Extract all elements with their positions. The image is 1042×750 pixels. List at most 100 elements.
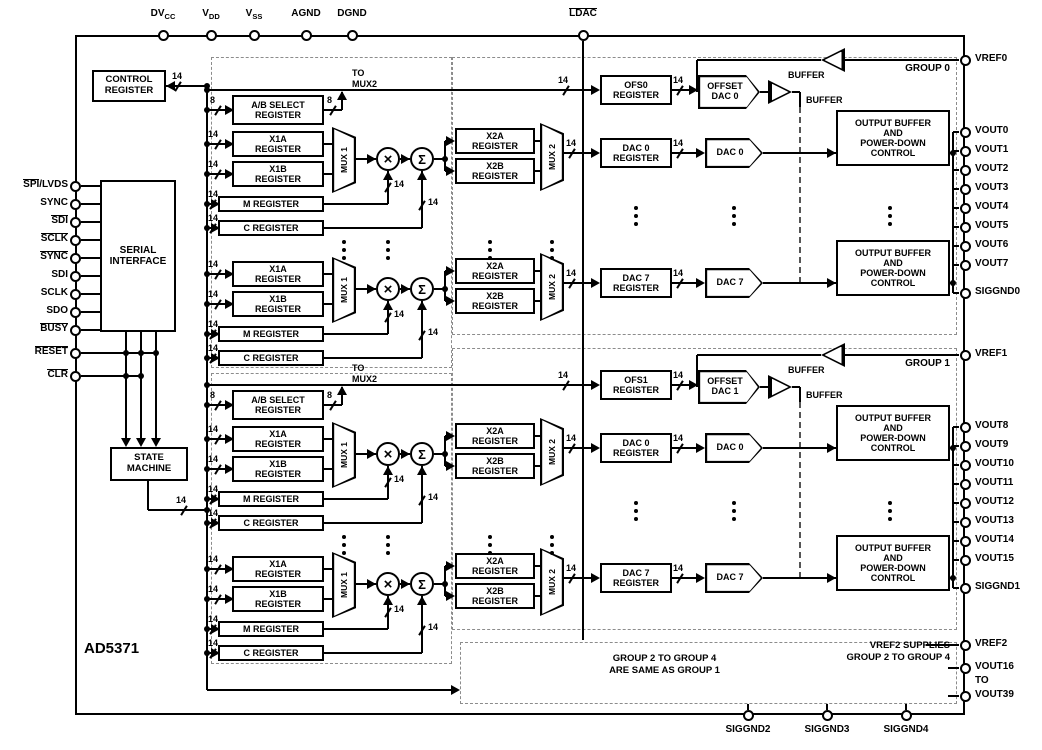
bus-width-label: 14 (208, 189, 219, 199)
wire (207, 173, 232, 175)
bus-width-label: 14 (208, 159, 219, 169)
pin-name: SYNC (40, 251, 68, 262)
arrowhead (225, 564, 234, 574)
arrowhead (211, 199, 220, 209)
wire (207, 384, 598, 386)
pin-label-right: VOUT12 (975, 496, 1014, 507)
dac-label: DAC 7 (707, 565, 761, 591)
wire (324, 333, 388, 335)
wire (672, 447, 703, 449)
arrowhead (591, 380, 600, 390)
wire (953, 245, 959, 247)
mux1: MUX 1 (332, 422, 356, 488)
pin-top-ldac (577, 29, 589, 41)
ellipsis-dot (634, 222, 638, 226)
wire (953, 559, 959, 561)
buffer-label: BUFFER (788, 70, 825, 80)
bus-width-label: 8 (327, 390, 333, 400)
pin-name: V (245, 8, 253, 19)
mux2-label: MUX 2 (547, 439, 558, 465)
bus-width-label: 8 (327, 95, 333, 105)
pin-siggnd3 (821, 709, 833, 721)
c-register: C REGISTER (218, 645, 324, 661)
wire (926, 644, 959, 646)
dac: DAC 0 (705, 138, 763, 168)
wire (207, 109, 232, 111)
wire (826, 704, 828, 710)
ellipsis-dots (888, 206, 892, 226)
junction-dot (204, 650, 210, 656)
wire (155, 332, 157, 439)
wire (672, 152, 703, 154)
wire (207, 143, 232, 145)
dac-register: DAC 0 REGISTER (600, 433, 672, 463)
arrowhead (827, 443, 836, 453)
arrowhead (417, 171, 427, 180)
arrowhead (383, 301, 393, 310)
pin-label-top: AGND (276, 8, 336, 19)
ellipsis-dots (732, 206, 736, 226)
note-group2to4: GROUP 2 TO GROUP 4 ARE SAME AS GROUP 1 (609, 653, 720, 676)
arrowhead (337, 386, 347, 395)
ellipsis-dot (732, 222, 736, 226)
pin-label-left: SDI (2, 215, 68, 227)
pin-name: SDO (46, 305, 68, 316)
wire (953, 483, 959, 485)
pin-vout3 (959, 183, 971, 195)
pin-left-sdo7 (69, 306, 81, 318)
pin-label-top: DVCC (133, 8, 193, 21)
group1-box (452, 348, 957, 630)
arrowhead (401, 154, 410, 164)
junction-dot (138, 373, 144, 379)
x2a-register: X2A REGISTER (455, 258, 535, 284)
arrowhead (446, 136, 455, 146)
pin-vout11 (959, 478, 971, 490)
junction-dot (204, 171, 210, 177)
pin-name: BUSY (40, 323, 68, 334)
ellipsis-dots (634, 206, 638, 226)
pin-vout1 (959, 145, 971, 157)
wire (953, 445, 959, 447)
bus-width-label: 14 (208, 584, 219, 594)
junction-dot (442, 581, 448, 587)
group0-register-bank-box (211, 57, 452, 368)
ellipsis-dot (550, 551, 554, 555)
offset-dac: OFFSET DAC 1 (698, 370, 760, 404)
pin-vout13 (959, 516, 971, 528)
wire (356, 288, 376, 290)
arrowhead (591, 85, 600, 95)
wire (845, 354, 959, 356)
pin-left-busy8 (69, 324, 81, 336)
mux1-label: MUX 1 (339, 442, 350, 468)
pin-label-right: SIGGND1 (975, 581, 1021, 592)
pin-label-right: VREF1 (975, 348, 1008, 359)
junction-dot (950, 150, 956, 156)
arrowhead (827, 573, 836, 583)
pin-vout7 (959, 259, 971, 271)
mux1-body: MUX 1 (334, 129, 354, 191)
junction-dot (204, 596, 210, 602)
output-buffer: OUTPUT BUFFER AND POWER-DOWN CONTROL (836, 240, 950, 296)
mux2-label: MUX 2 (547, 274, 558, 300)
dashed-wire (799, 402, 801, 578)
pin-label-right: SIGGND0 (975, 286, 1021, 297)
group-label: GROUP 1 (905, 358, 950, 369)
wire (207, 468, 232, 470)
pin-label-right: VOUT3 (975, 182, 1009, 193)
bus-width-label: 14 (208, 259, 219, 269)
wire (747, 704, 749, 710)
wire (535, 300, 540, 302)
m-register: M REGISTER (218, 196, 324, 212)
multiply-node: × (376, 277, 400, 301)
pin-vout16 (959, 662, 971, 674)
wire (696, 355, 698, 387)
dac-register: DAC 0 REGISTER (600, 138, 672, 168)
pin-name: DV (150, 8, 165, 19)
wire (697, 354, 821, 356)
pin-name: LDAC (569, 8, 597, 19)
arrowhead (696, 148, 705, 158)
ellipsis-dots (550, 240, 554, 260)
wire (207, 568, 232, 570)
bus-width-label: 14 (673, 433, 684, 443)
